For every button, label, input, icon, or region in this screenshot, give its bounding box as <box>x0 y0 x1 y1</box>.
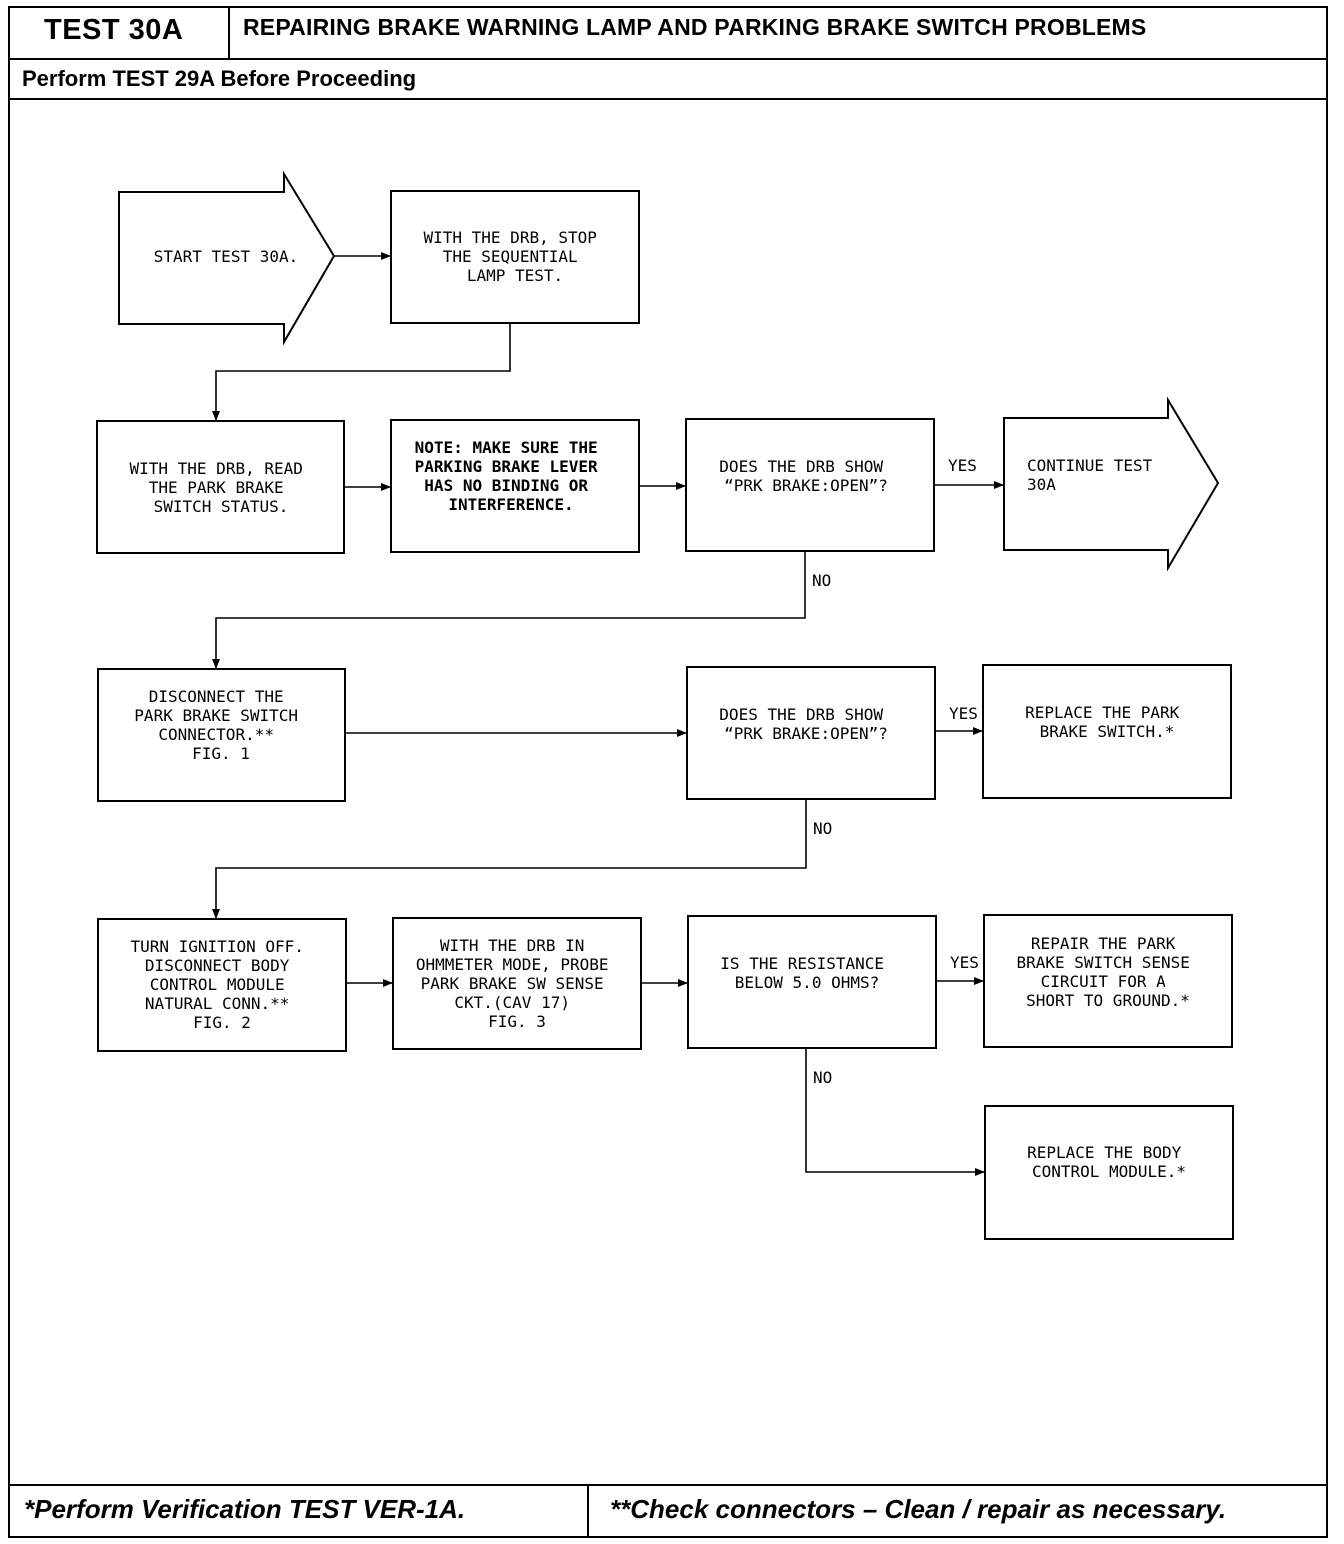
test-id-divider <box>228 6 230 59</box>
disconnect-switch-box <box>97 668 346 802</box>
stop-lamp-test-text: WITH THE DRB, STOP THE SEQUENTIAL LAMP T… <box>423 228 606 285</box>
header-divider <box>8 58 1328 60</box>
decision-1-text: DOES THE DRB SHOW “PRK BRAKE:OPEN”? <box>719 457 892 495</box>
read-status-text: WITH THE DRB, READ THE PARK BRAKE SWITCH… <box>129 459 312 516</box>
no-label-3: NO <box>813 1068 832 1087</box>
footer-verification-note: *Perform Verification TEST VER-1A. <box>24 1494 466 1524</box>
repair-circuit-box <box>983 914 1233 1048</box>
connector-no-2 <box>212 799 807 919</box>
prerequisite-note: Perform TEST 29A Before Proceeding <box>22 66 417 91</box>
footer-divider <box>8 1484 1328 1486</box>
repair-circuit-text: REPAIR THE PARK BRAKE SWITCH SENSE CIRCU… <box>1016 934 1199 1010</box>
replace-switch-text: REPLACE THE PARK BRAKE SWITCH.* <box>1025 703 1189 741</box>
yes-label-2: YES <box>949 704 978 723</box>
yes-label-1: YES <box>948 456 977 475</box>
replace-switch-box <box>982 664 1232 799</box>
no-label-2: NO <box>813 819 832 838</box>
page-frame <box>8 6 1328 1538</box>
stop-lamp-test-box <box>390 190 640 324</box>
connector-stop-to-read <box>212 323 511 421</box>
start-arrow-shape <box>118 170 336 346</box>
connector-no-3 <box>805 1048 985 1176</box>
yes-label-3: YES <box>950 953 979 972</box>
decision-2-box <box>686 666 936 800</box>
decision-3-box <box>687 915 937 1049</box>
disconnect-switch-text: DISCONNECT THE PARK BRAKE SWITCH CONNECT… <box>134 687 307 763</box>
no-label-1: NO <box>812 571 831 590</box>
continue-arrow-shape <box>1003 396 1220 572</box>
prereq-divider <box>8 98 1328 100</box>
note-text: NOTE: MAKE SURE THE PARKING BRAKE LEVER … <box>415 438 608 514</box>
replace-bcm-box <box>984 1105 1234 1240</box>
footer-connector-note: **Check connectors – Clean / repair as n… <box>610 1494 1227 1524</box>
start-text: START TEST 30A. <box>154 247 299 266</box>
ignition-off-box <box>97 918 347 1052</box>
connector-no-1 <box>212 551 806 669</box>
replace-bcm-text: REPLACE THE BODY CONTROL MODULE.* <box>1027 1143 1191 1181</box>
decision-3-text: IS THE RESISTANCE BELOW 5.0 OHMS? <box>720 954 893 992</box>
decision-2-text: DOES THE DRB SHOW “PRK BRAKE:OPEN”? <box>719 705 892 743</box>
test-id: TEST 30A <box>44 14 184 46</box>
continue-text: CONTINUE TEST 30A <box>1027 456 1162 494</box>
ignition-off-text: TURN IGNITION OFF. DISCONNECT BODY CONTR… <box>130 937 313 1032</box>
ohmmeter-text: WITH THE DRB IN OHMMETER MODE, PROBE PAR… <box>416 936 618 1031</box>
footer-split <box>587 1484 589 1538</box>
page-title: REPAIRING BRAKE WARNING LAMP AND PARKING… <box>243 14 1147 40</box>
